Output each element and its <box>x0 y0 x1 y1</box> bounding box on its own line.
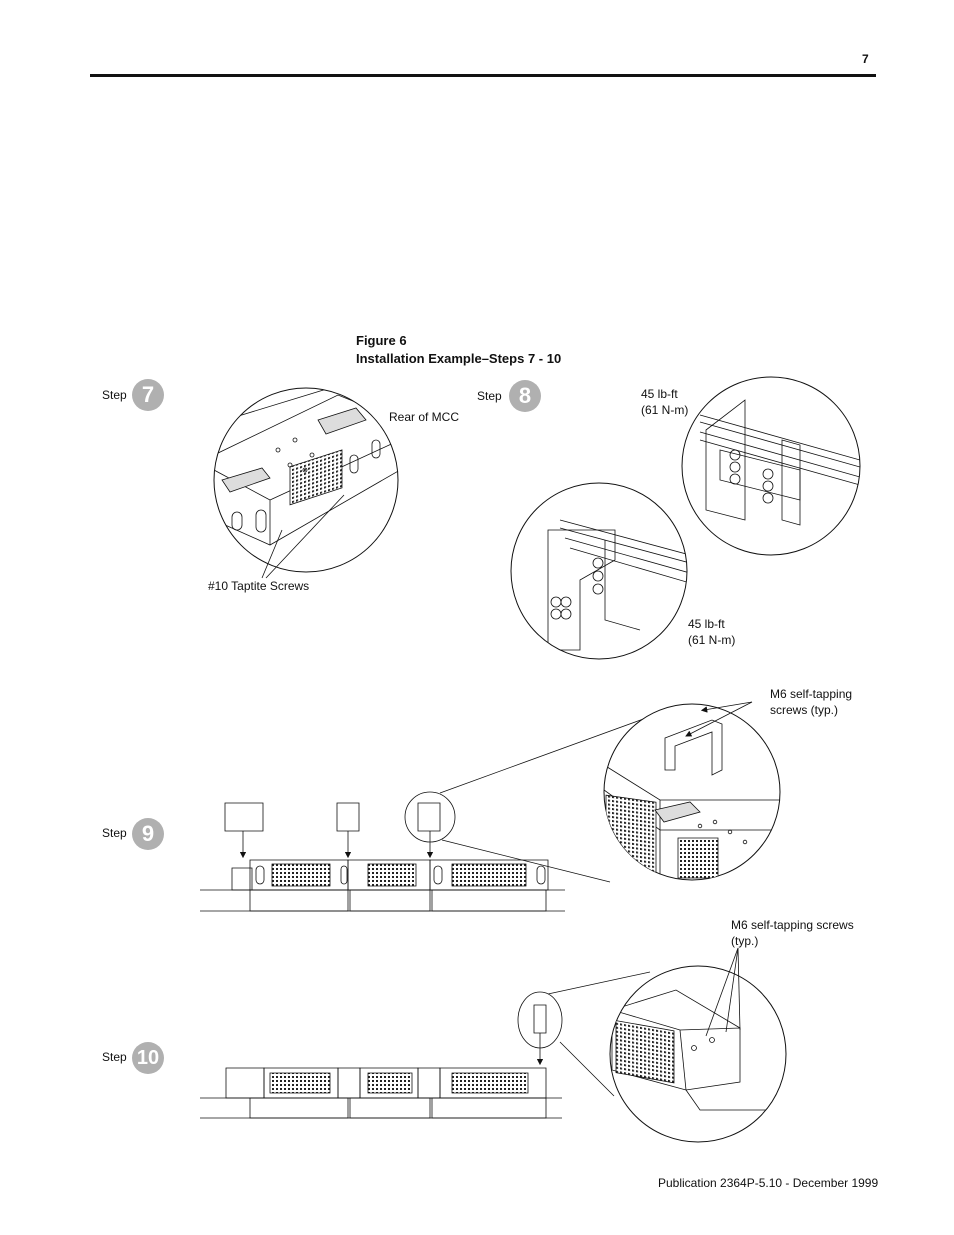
taptite-screws-callout: #10 Taptite Screws <box>208 579 310 593</box>
torque-upper-line2: (61 N-m) <box>641 403 689 417</box>
step10-badge: 10 <box>132 1042 164 1074</box>
step10-assembly <box>200 972 650 1118</box>
step8-detail-lower <box>511 483 690 659</box>
figure-title: Installation Example–Steps 7 - 10 <box>356 351 562 366</box>
step8-badge: 8 <box>509 380 541 412</box>
torque-callout-upper: 45 lb-ft (61 N-m) <box>641 386 688 418</box>
step7-detail <box>214 388 400 578</box>
torque-upper-line1: 45 lb-ft <box>641 387 678 401</box>
m6-step9-line2: screws (typ.) <box>770 703 839 717</box>
step9-assembly <box>200 710 668 911</box>
step8-label: Step <box>477 389 502 403</box>
step9-label: Step <box>102 826 127 840</box>
header-rule <box>90 74 876 77</box>
step7-label: Step <box>102 388 127 402</box>
rear-of-mcc-callout: Rear of MCC <box>389 410 460 424</box>
m6-step10-line1: M6 self-tapping screws <box>731 918 854 932</box>
m6-screws-callout-step9: M6 self-tapping screws (typ.) <box>770 686 852 718</box>
step10-label: Step <box>102 1050 127 1064</box>
page-number: 7 <box>862 52 869 66</box>
m6-screws-callout-step10: M6 self-tapping screws (typ.) <box>731 917 854 949</box>
step8-detail-upper <box>682 377 860 555</box>
step9-badge: 9 <box>132 818 164 850</box>
torque-lower-line2: (61 N-m) <box>688 633 736 647</box>
step7-badge: 7 <box>132 379 164 411</box>
figure-label: Figure 6 <box>356 333 407 348</box>
figure-caption: Figure 6 Installation Example–Steps 7 - … <box>356 332 561 368</box>
m6-step9-line1: M6 self-tapping <box>770 687 853 701</box>
torque-callout-lower: 45 lb-ft (61 N-m) <box>688 616 735 648</box>
publication-footer: Publication 2364P-5.10 - December 1999 <box>658 1176 879 1190</box>
step9-detail <box>604 702 790 880</box>
torque-lower-line1: 45 lb-ft <box>688 617 725 631</box>
m6-step10-line2: (typ.) <box>731 934 759 948</box>
step10-detail <box>610 948 786 1142</box>
